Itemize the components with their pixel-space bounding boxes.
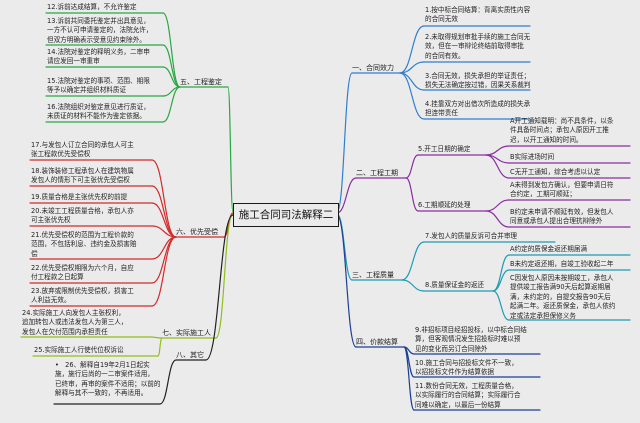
branch-actual-builder[interactable]: 七、实际施工人 <box>162 329 211 337</box>
node-19[interactable]: 19.质量合格是主张优先权的前提 <box>31 193 128 201</box>
b3-8b-line <box>492 269 510 292</box>
node-16[interactable]: 16.法院组织对鉴定意见进行质证， 未质证的材料不能作为鉴定依据。 <box>47 103 150 121</box>
root-to-b5-line <box>227 86 234 213</box>
node-24[interactable]: 24.实际施工人向发包人主张权利， 追加转包人或违法发包人为第三人， 发包人在欠… <box>22 309 128 336</box>
b2-n5-line <box>405 154 419 179</box>
node-6[interactable]: 6.工期顺延的处理 <box>418 201 471 209</box>
node-14[interactable]: 14.法院对鉴定的释明义务，二审申 请应发回一审重审 <box>47 48 150 66</box>
branch-contract-validity[interactable]: 一、合同效力 <box>352 64 394 72</box>
root-to-b4-line <box>336 214 357 348</box>
node-6a[interactable]: A未得到发包方确认，但要申请日符 合约定，工期可顺延； <box>510 181 614 199</box>
b2-6a-line <box>485 199 510 212</box>
node-5b[interactable]: B实际进场时间 <box>510 153 555 161</box>
b7-n25-line <box>157 337 163 357</box>
b1-n1-line <box>399 25 425 74</box>
b8-n26-line <box>159 359 177 405</box>
node-6b[interactable]: B约定未申请不顺延有效，但发包人 同意或承包人提出合理抗辩除外 <box>510 208 614 226</box>
node-8[interactable]: 8.质量保证金的返还 <box>425 281 485 289</box>
node-8c[interactable]: C因发包人原因未按期竣工，承包人 提供竣工报告满90天后起算返期届 满，未约定的… <box>510 274 616 320</box>
root-to-b1-line <box>336 72 353 213</box>
b3-n8-line <box>401 279 425 292</box>
b7-n24-line <box>149 336 163 339</box>
root-topic[interactable]: 施工合同司法解释二 <box>233 203 339 227</box>
node-26[interactable]: • 26、解释自19年2月1日起实 施，施行后尚的一二审案件适用， 已终审，再审… <box>55 361 161 398</box>
b3-8c-line <box>492 290 510 321</box>
node-3[interactable]: 3.合同无效，损失承担的举证责任； 损失无法确定按过错，因果关系裁判 <box>425 72 531 90</box>
b6-n20-line <box>151 225 177 238</box>
branch-project-schedule[interactable]: 二、工程工期 <box>356 169 398 177</box>
b3-8a-line <box>492 254 510 292</box>
b2-n6-line <box>405 177 419 212</box>
node-2[interactable]: 2.未取得规划审批手续的施工合同无 效，但在一审辩论终结前取得审批 的合同有效。 <box>425 33 531 60</box>
node-12[interactable]: 12.诉前达成结算，不允许鉴定 <box>47 3 137 11</box>
node-23[interactable]: 23.放弃或限制优先受偿权，损害工 人利益无效。 <box>31 287 134 305</box>
branch-priority-payment[interactable]: 六、优先受偿 <box>176 228 218 236</box>
node-4[interactable]: 4.挂靠双方对出借次所造成的损失承 担连带责任 <box>425 100 531 118</box>
b1-n4-line <box>399 72 425 120</box>
node-21[interactable]: 21.优先受偿权的范围为工程价款的 范围，不包括利息、违约金及损害赔 偿 <box>31 231 137 258</box>
b2-5c-line <box>485 154 510 179</box>
node-5a[interactable]: A开工通知载明：尚不具条件，以条 件具备时间点；承包人原因开工推 迟，以开工通知… <box>510 117 614 144</box>
node-5[interactable]: 5.开工日期的确定 <box>418 145 471 153</box>
b5-n14-line <box>162 66 181 88</box>
b6-n18-line <box>151 185 177 238</box>
node-11[interactable]: 11.数份合同无效，工程质量合格， 以实际履行的合同结算；实际履行合 同难以确定… <box>415 382 521 409</box>
node-10[interactable]: 10.施工合同与招投标文件不一致， 以招投标文件作为结算依据 <box>415 359 518 377</box>
b3-n7-line <box>401 241 425 281</box>
node-17[interactable]: 17.与发包人订立合同的承包人可主 张工程款优先受偿权 <box>31 141 134 159</box>
b5-n13-line <box>162 44 181 88</box>
root-to-b8-line <box>205 214 234 361</box>
branch-project-quality[interactable]: 三、工程质量 <box>352 271 394 279</box>
branch-appraisal[interactable]: 五、工程鉴定 <box>180 78 222 86</box>
node-22[interactable]: 22.优先受偿权期限为六个月，自应 付工程款之日起算 <box>31 264 134 282</box>
b6-n17-line <box>151 159 177 238</box>
node-15[interactable]: 15.法院对鉴定的事项、范围、期限 等予以确定并组织材料质证 <box>47 77 150 95</box>
node-7[interactable]: 7.发包人的质量反诉可合并审理 <box>425 232 518 240</box>
b2-5a-line <box>485 145 510 156</box>
b4-n11-line <box>403 346 415 411</box>
node-25[interactable]: 25.实际施工人行使代位权诉讼 <box>34 346 124 354</box>
node-20[interactable]: 20.未竣工工程质量合格，承包人亦 可主张优先权 <box>31 207 134 225</box>
b1-n2-line <box>399 61 425 74</box>
branch-price-settlement[interactable]: 四、价款结算 <box>356 338 398 346</box>
node-9[interactable]: 9.非招标项目经招投标，以中标合同结 算，但客观情况发生招投标时难以预 见的变化… <box>415 326 527 353</box>
root-to-b7-line <box>215 213 234 339</box>
node-5c[interactable]: C无开工通知，综合考虑以认定 <box>510 168 601 176</box>
node-18[interactable]: 18.装饰装修工程承包人在建筑物属 发包人的情形下可主张优先受偿权 <box>31 167 134 185</box>
b5-n16-line <box>162 86 181 123</box>
b6-n19-line <box>151 202 177 238</box>
b2-6b-line <box>485 210 510 228</box>
b1-n3-line <box>399 72 425 91</box>
branch-other[interactable]: 八、其它 <box>176 351 204 359</box>
b6-n22-line <box>151 236 177 284</box>
root-to-b3-line <box>336 213 353 281</box>
b6-n23-line <box>151 236 177 307</box>
root-to-b2-line <box>336 177 357 214</box>
node-8b[interactable]: B未约定返还期，自竣工验收起二年 <box>510 260 614 268</box>
node-8a[interactable]: A约定的质保金返还期届满 <box>510 245 588 253</box>
node-1[interactable]: 1.按中标合同结算：背离实质性内容 的合同无效 <box>425 6 531 24</box>
node-13[interactable]: 13.诉前共同委托鉴定并出具意见， 一方不认可申请鉴定的，法院允许， 但双方明确… <box>47 17 153 44</box>
